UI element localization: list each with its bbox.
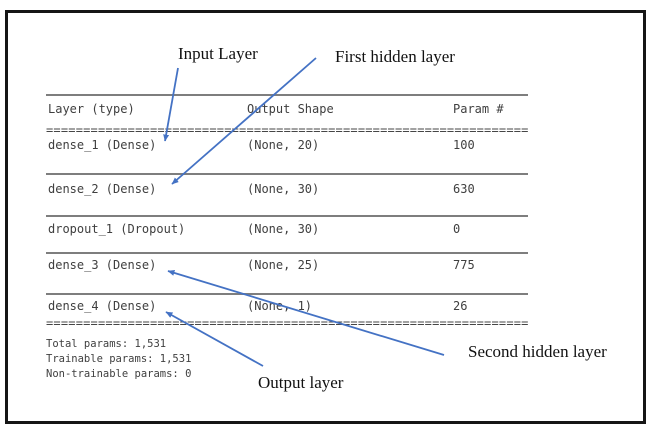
layer-name: dense_4 (Dense) [48,299,157,313]
output-shape: (None, 25) [247,258,320,272]
layer-name: dense_3 (Dense) [48,258,157,272]
table-row-dropout-1: dropout_1 (Dropout) (None, 30) 0 [0,222,654,236]
header-output-shape: Output Shape [247,102,334,116]
non-trainable-params-line: Non-trainable params: 0 [46,368,192,380]
layer-name: dense_1 (Dense) [48,138,157,152]
row-divider-1 [46,173,528,175]
header-layer-type: Layer (type) [48,102,135,116]
output-shape: (None, 30) [247,222,320,236]
table-row-dense-3: dense_3 (Dense) (None, 25) 775 [0,258,654,272]
param-count: 0 [453,222,461,236]
output-layer-label: Output layer [258,373,344,392]
output-shape: (None, 1) [247,299,313,313]
table-row-dense-2: dense_2 (Dense) (None, 30) 630 [0,182,654,196]
table-row-dense-1: dense_1 (Dense) (None, 20) 100 [0,138,654,152]
param-count: 100 [453,138,475,152]
row-divider-4 [46,293,528,295]
table-row-dense-4: dense_4 (Dense) (None, 1) 26 [0,299,654,313]
trainable-params-line: Trainable params: 1,531 [46,353,192,365]
total-params-line: Total params: 1,531 [46,338,167,350]
row-divider-2 [46,215,528,217]
double-rule-bottom: ========================================… [46,316,528,329]
param-count: 26 [453,299,468,313]
param-count: 775 [453,258,475,272]
table-top-rule [46,94,528,96]
header-param-count: Param # [453,102,504,116]
row-divider-3 [46,252,528,254]
output-shape: (None, 30) [247,182,320,196]
layer-name: dropout_1 (Dropout) [48,222,186,236]
table-header-row: Layer (type) Output Shape Param # [0,102,654,116]
first-hidden-layer-label: First hidden layer [335,47,455,66]
param-count: 630 [453,182,475,196]
output-shape: (None, 20) [247,138,320,152]
second-hidden-layer-label: Second hidden layer [468,342,607,361]
layer-name: dense_2 (Dense) [48,182,157,196]
double-rule-top: ========================================… [46,123,528,136]
input-layer-label: Input Layer [178,44,258,63]
